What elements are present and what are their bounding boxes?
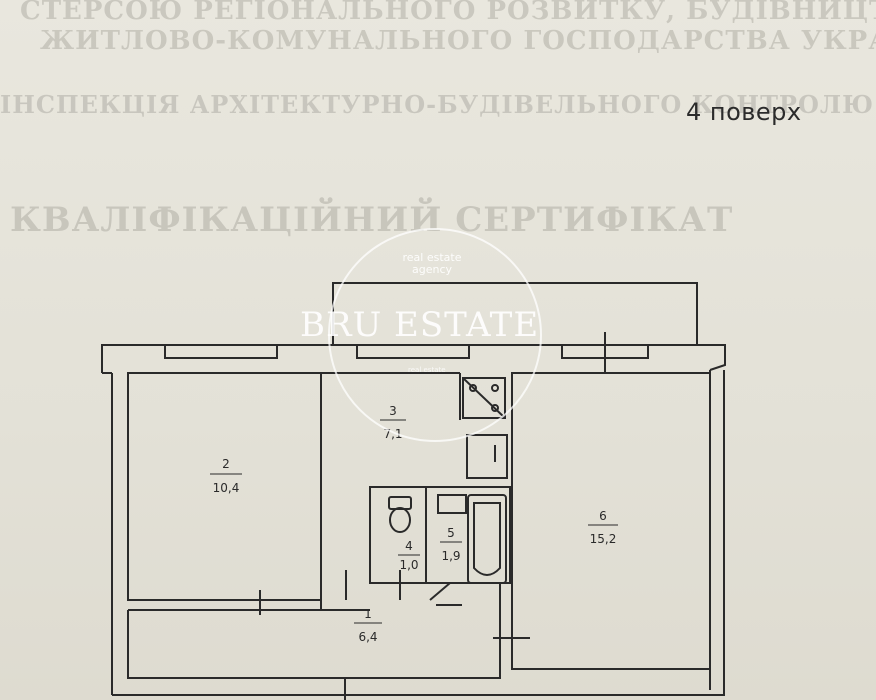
floor-label: 4 поверх <box>686 98 802 126</box>
outer-wall-top <box>101 344 726 373</box>
room-area: 1,9 <box>441 549 460 563</box>
sink <box>466 434 508 479</box>
window <box>164 344 278 359</box>
room-number: 5 <box>447 526 455 540</box>
bathtub <box>467 494 507 584</box>
watermark-tagline: real estate agency <box>402 251 462 276</box>
background-text-line: КВАЛІФІКАЦІЙНИЙ СЕРТИФІКАТ <box>10 200 734 240</box>
watermark-circle <box>328 228 542 442</box>
room-6 <box>511 372 711 670</box>
room-label-5: 5 1,9 <box>440 526 462 563</box>
room-1 <box>127 583 501 679</box>
watermark-small-text: real estate <box>408 366 446 374</box>
room-label-2: 2 10,4 <box>210 457 242 495</box>
room-label-4: 4 1,0 <box>398 539 420 572</box>
room-number: 2 <box>222 457 230 471</box>
room-area: 1,0 <box>399 558 418 572</box>
room-number: 6 <box>599 509 607 523</box>
room-number: 1 <box>364 607 372 621</box>
room-area: 15,2 <box>590 532 617 546</box>
room-label-6: 6 15,2 <box>588 509 618 546</box>
room-area: 10,4 <box>213 481 240 495</box>
room-number: 4 <box>405 539 413 553</box>
background-text-line: ЖИТЛОВО-КОМУНАЛЬНОГО ГОСПОДАРСТВА УКРАЇН… <box>40 26 876 56</box>
background-text-line: ІНСПЕКЦІЯ АРХІТЕКТУРНО-БУДІВЕЛЬНОГО КОНТ… <box>0 90 874 119</box>
background-text-line: СТЕРСОЮ РЕГІОНАЛЬНОГО РОЗВИТКУ, БУДІВНИЦ… <box>20 0 876 26</box>
room-area: 6,4 <box>358 630 377 644</box>
room-label-1: 1 6,4 <box>354 607 382 644</box>
watermark-brand: BRU ESTATE <box>300 305 540 345</box>
